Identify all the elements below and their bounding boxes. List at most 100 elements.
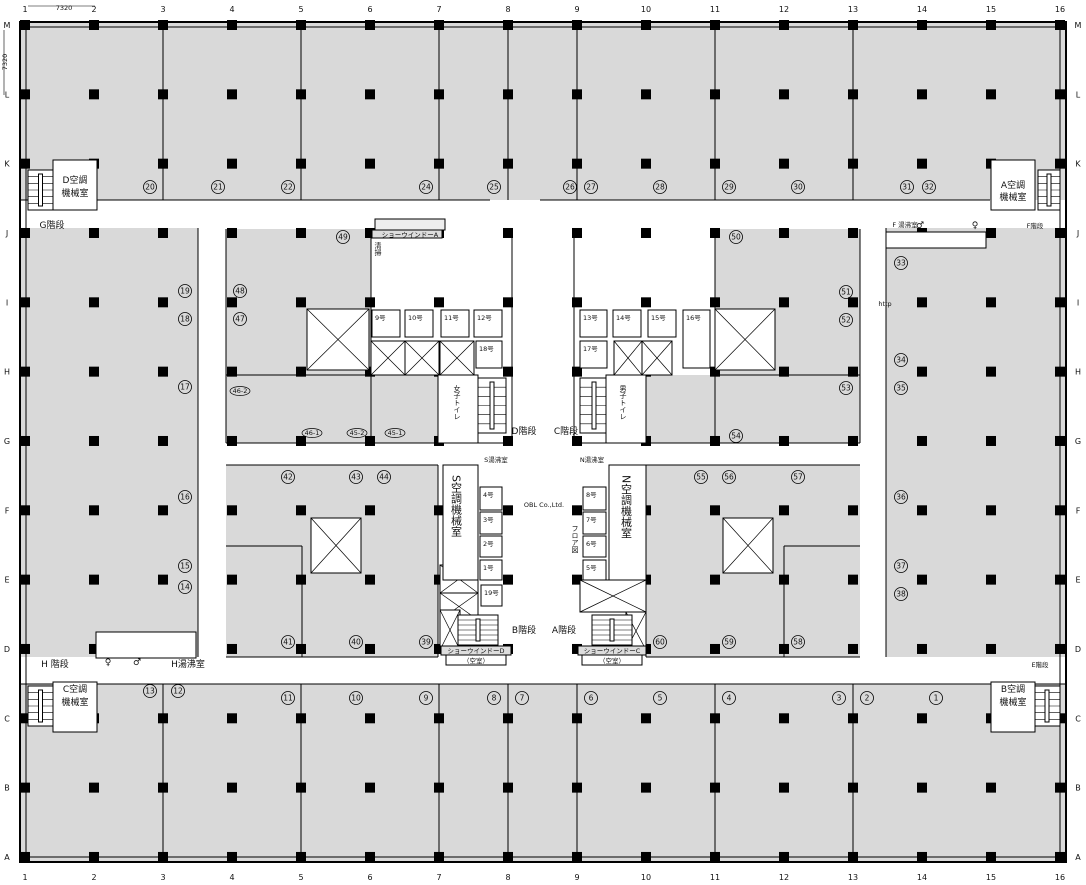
structural-column bbox=[641, 851, 651, 862]
floor-area bbox=[20, 684, 1066, 862]
unit-number: 4 bbox=[727, 694, 732, 703]
unit-circle bbox=[839, 313, 853, 327]
unit-circle bbox=[336, 230, 350, 244]
structural-column bbox=[158, 435, 168, 446]
structural-column bbox=[710, 366, 720, 377]
structural-column bbox=[572, 505, 582, 516]
unit-marker: 5 bbox=[653, 691, 667, 705]
elevator-label: 6号 bbox=[586, 540, 597, 548]
unit-circle bbox=[349, 635, 363, 649]
elevator-car bbox=[475, 340, 503, 369]
unit-number: 54 bbox=[731, 432, 741, 441]
structural-column bbox=[20, 20, 30, 30]
structural-column bbox=[434, 643, 444, 654]
structural-column bbox=[20, 227, 30, 238]
dimension-y-label: 7320 bbox=[1, 54, 9, 71]
unit-number: 14 bbox=[180, 583, 190, 592]
unit-circle bbox=[653, 635, 667, 649]
unit-marker: 24 bbox=[419, 180, 433, 194]
room-label: （空室） bbox=[599, 656, 625, 665]
unit-marker: 52 bbox=[839, 313, 853, 327]
toilet-area bbox=[95, 631, 197, 659]
elevator-car bbox=[582, 486, 607, 511]
room-label: 機械室 bbox=[999, 191, 1026, 203]
column-label-top: 14 bbox=[917, 5, 927, 14]
structural-column bbox=[710, 20, 720, 30]
structural-column bbox=[1055, 782, 1065, 793]
column-label-bottom: 2 bbox=[91, 873, 96, 882]
unit-marker: 58 bbox=[791, 635, 805, 649]
structural-column bbox=[434, 782, 444, 793]
stair-rail bbox=[1044, 689, 1050, 723]
column-label-top: 10 bbox=[641, 5, 651, 14]
column-label-top: 6 bbox=[367, 5, 372, 14]
column-label-top: 9 bbox=[574, 5, 579, 14]
structural-column bbox=[1055, 297, 1065, 308]
column-label-top: 12 bbox=[779, 5, 789, 14]
structural-column bbox=[227, 366, 237, 377]
elevator-label: 9号 bbox=[375, 314, 386, 322]
room-label: H 階段 bbox=[41, 658, 69, 670]
unit-circle bbox=[894, 381, 908, 395]
structural-column bbox=[917, 158, 927, 169]
structural-column bbox=[986, 782, 996, 793]
unit-circle bbox=[900, 180, 914, 194]
elevator-shaft bbox=[439, 609, 461, 651]
unit-circle bbox=[894, 256, 908, 270]
unit-marker: 15 bbox=[178, 559, 192, 573]
structural-column bbox=[434, 574, 444, 585]
row-label-right: B bbox=[1075, 784, 1081, 793]
row-label-left: D bbox=[4, 645, 10, 654]
structural-column bbox=[848, 20, 858, 30]
unit-marker: 34 bbox=[894, 353, 908, 367]
unit-circle bbox=[929, 691, 943, 705]
elevator-shaft bbox=[579, 579, 647, 613]
structural-column bbox=[1055, 435, 1065, 446]
structural-column bbox=[917, 782, 927, 793]
elevator-label: 3号 bbox=[483, 516, 494, 524]
structural-column bbox=[503, 89, 513, 100]
structural-column bbox=[158, 89, 168, 100]
unit-number: 27 bbox=[586, 183, 596, 192]
shaft-cross bbox=[370, 340, 406, 376]
structural-column bbox=[365, 158, 375, 169]
room-label-vertical: 清掃 bbox=[374, 241, 382, 257]
room-label: ♀ bbox=[972, 221, 979, 231]
structural-column bbox=[917, 574, 927, 585]
unit-number: 3 bbox=[837, 694, 842, 703]
unit-number: 35 bbox=[896, 384, 906, 393]
room-label: ♀ bbox=[105, 658, 112, 668]
elevator: 17号 bbox=[579, 340, 608, 369]
unit-circle bbox=[729, 429, 743, 443]
shaft-cross bbox=[641, 340, 673, 376]
elevator-label: 18号 bbox=[479, 345, 494, 353]
unit-marker: 12 bbox=[171, 684, 185, 698]
unit-circle bbox=[791, 180, 805, 194]
row-label-left: J bbox=[5, 229, 8, 238]
unit-circle bbox=[584, 691, 598, 705]
structural-column bbox=[158, 158, 168, 169]
unit-number: 1 bbox=[934, 694, 939, 703]
unit-circle bbox=[839, 285, 853, 299]
structural-column bbox=[986, 20, 996, 30]
structural-column bbox=[20, 574, 30, 585]
unit-number: 18 bbox=[180, 315, 190, 324]
room-label: OBL Co.,Ltd. bbox=[524, 501, 564, 509]
stairs bbox=[477, 377, 507, 434]
unit-number: 36 bbox=[896, 493, 906, 502]
room-label: A空調 bbox=[1001, 179, 1025, 191]
row-label-left: E bbox=[4, 576, 9, 585]
column-label-bottom: 4 bbox=[229, 873, 234, 882]
structural-column bbox=[158, 366, 168, 377]
unit-marker: 39 bbox=[419, 635, 433, 649]
structural-column bbox=[227, 89, 237, 100]
unit-number: 22 bbox=[283, 183, 293, 192]
machine-room bbox=[990, 681, 1036, 733]
unit-marker: 55 bbox=[694, 470, 708, 484]
column-label-top: 3 bbox=[160, 5, 165, 14]
unit-number: 51 bbox=[841, 288, 851, 297]
room-label: B階段 bbox=[512, 624, 536, 636]
stairs bbox=[27, 685, 54, 727]
structural-column bbox=[227, 158, 237, 169]
unit-marker: 28 bbox=[653, 180, 667, 194]
